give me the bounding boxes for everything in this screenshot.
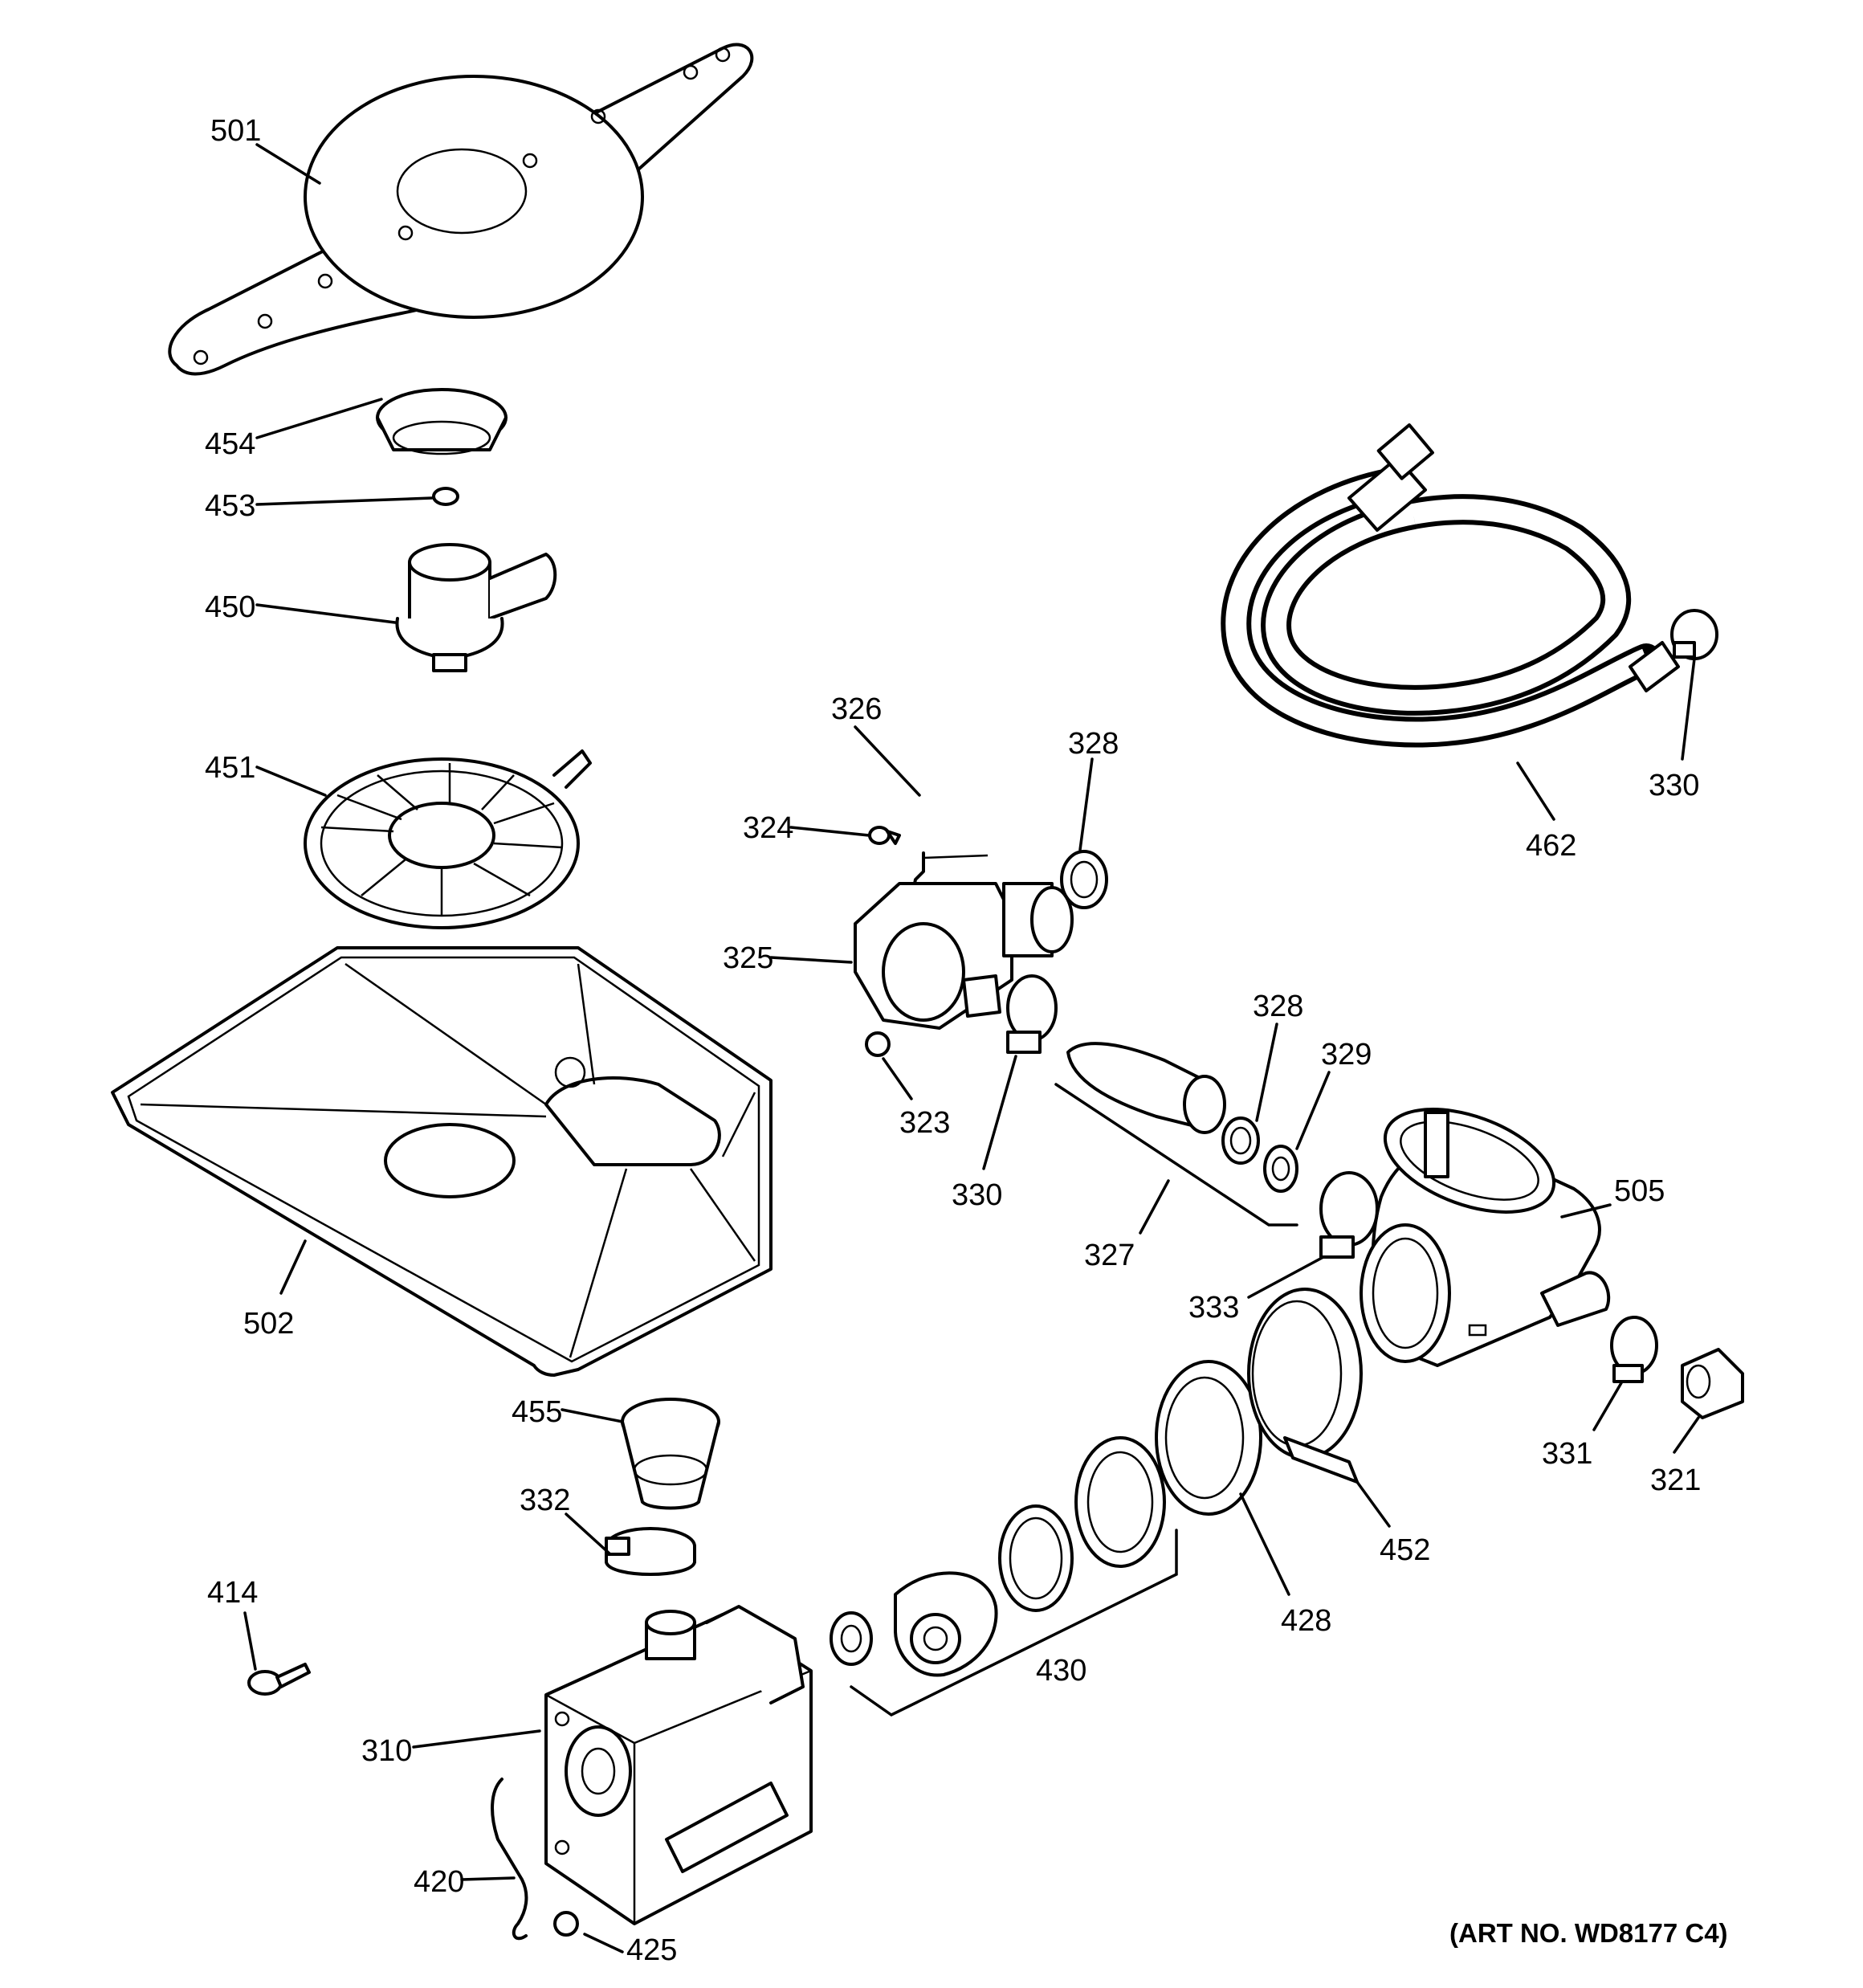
label-310: 310 [361,1734,412,1768]
label-333: 333 [1188,1291,1239,1325]
part-452-band-clamp [1247,1288,1363,1484]
leader-lines [243,143,1700,1953]
label-324: 324 [743,811,793,845]
part-331-clamp [1610,1316,1658,1383]
label-425: 425 [626,1933,677,1967]
part-428-ring [1155,1360,1262,1516]
part-455-adapter [621,1398,720,1510]
part-310-motor [544,1605,813,1925]
part-329-fitting [1263,1145,1298,1193]
part-505-sump [1360,1108,1611,1367]
label-453: 453 [205,489,255,523]
part-430-pump-group [830,1436,1166,1677]
label-450: 450 [205,590,255,624]
label-455: 455 [512,1395,562,1429]
part-454-hub [376,388,508,455]
label-321: 321 [1650,1463,1701,1497]
label-501: 501 [210,114,261,148]
label-329: 329 [1321,1038,1372,1072]
label-323: 323 [899,1106,950,1140]
art-number: (ART NO. WD8177 C4) [1449,1918,1728,1948]
part-323-nut [865,1031,891,1057]
label-452: 452 [1380,1533,1430,1567]
part-420-wire [491,1778,528,1941]
part-328-washer-upper [1060,850,1108,909]
part-330-clamp-right [1670,609,1718,660]
label-325: 325 [723,941,773,975]
part-321-sensor [1681,1348,1744,1419]
label-454: 454 [205,427,255,461]
label-332: 332 [520,1484,570,1517]
label-328-upper: 328 [1068,727,1119,761]
label-330-left: 330 [952,1178,1002,1212]
label-330-right: 330 [1649,769,1699,802]
part-325-valve [854,882,1074,1030]
label-430: 430 [1036,1654,1086,1688]
part-451-filter [304,749,592,929]
part-501-spray-arm [168,43,754,376]
label-502: 502 [243,1307,294,1341]
part-453-o-ring [432,487,459,506]
label-451: 451 [205,751,255,785]
part-324-screw [868,826,901,845]
part-332-clamp [605,1527,696,1576]
part-425-grommet [553,1911,579,1937]
part-330-clamp-left [1006,974,1058,1054]
bracket-430 [850,1529,1178,1717]
part-327-hose [1066,1042,1260,1165]
label-414: 414 [207,1576,258,1610]
label-328-lower: 328 [1253,990,1303,1023]
part-333-clamp [1319,1171,1379,1259]
part-414-screw [247,1663,311,1696]
label-505: 505 [1614,1174,1665,1208]
part-502-sump-screen [111,946,773,1377]
label-428: 428 [1281,1604,1331,1638]
bracket-327 [1054,1083,1298,1227]
part-450-manifold [395,543,557,672]
part-labels: 501 454 453 450 451 502 455 332 414 310 … [205,114,1701,1967]
label-462: 462 [1526,829,1576,863]
label-327: 327 [1084,1239,1135,1272]
label-326: 326 [831,692,882,726]
part-462-drain-hose [1221,423,1680,748]
label-420: 420 [414,1865,464,1899]
label-331: 331 [1542,1437,1592,1471]
